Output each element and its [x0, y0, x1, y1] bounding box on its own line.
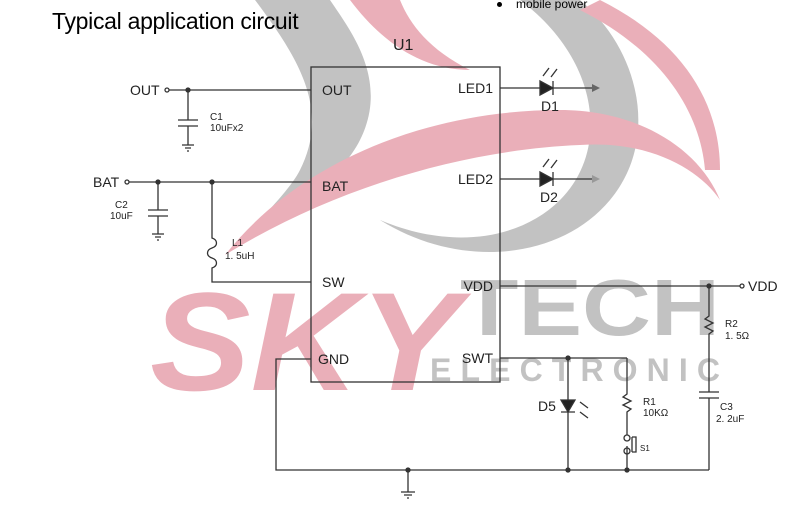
c1-ref: C1: [210, 112, 223, 123]
arrow-icon: [592, 175, 600, 183]
r2-value: 1. 5Ω: [725, 331, 750, 342]
r1-value: 10KΩ: [643, 408, 669, 419]
terminal-vdd: [739, 283, 745, 289]
wire-gnd: [275, 358, 709, 499]
pin-led2: LED2: [458, 171, 493, 187]
pin-out: OUT: [322, 82, 352, 98]
switch-s1-button: [631, 436, 637, 453]
junction: [565, 355, 571, 361]
bullet-text: mobile power: [516, 0, 588, 11]
r2-ref: R2: [725, 319, 738, 330]
terminal-out: [164, 87, 170, 93]
inductor-l1: [206, 182, 311, 283]
led-d1-icon: [539, 79, 555, 97]
c1-value: 10uFx2: [210, 123, 244, 134]
junction: [706, 283, 712, 289]
led-d5-rays: [561, 401, 589, 419]
terminal-bat-label: BAT: [93, 174, 120, 190]
junction: [185, 87, 191, 93]
wire-swt-d5-r1: [500, 357, 633, 470]
r1-ref: R1: [643, 397, 656, 408]
terminal-bat: [124, 179, 130, 185]
watermark-pink-swoosh: [350, 0, 470, 70]
pin-vdd: VDD: [463, 278, 493, 294]
d2-ref: D2: [540, 189, 558, 205]
terminal-vdd-label: VDD: [748, 278, 778, 294]
d5-ref: D5: [538, 398, 556, 414]
ic-ref: U1: [393, 37, 414, 54]
led-d1-rays: [542, 67, 558, 95]
d1-ref: D1: [541, 98, 559, 114]
led-d2-rays: [542, 158, 558, 186]
l1-value: 1. 5uH: [225, 251, 254, 262]
pin-sw: SW: [322, 274, 345, 290]
pin-swt: SWT: [462, 350, 494, 366]
pin-bat: BAT: [322, 178, 349, 194]
watermark-tech: TECH: [460, 263, 720, 352]
l1-ref: L1: [232, 238, 244, 249]
junction: [565, 467, 571, 473]
junction: [155, 179, 161, 185]
page-heading: Typical application circuit: [52, 8, 299, 34]
watermark-grey-arc: [230, 0, 371, 250]
ic-u1-body: [310, 66, 501, 383]
s1-ref: S1: [640, 444, 650, 453]
junction: [405, 467, 411, 473]
junction: [624, 467, 630, 473]
led-d5-icon: [559, 399, 577, 414]
terminal-out-label: OUT: [130, 82, 160, 98]
c2-ref: C2: [115, 200, 128, 211]
watermark-pink-swoosh: [580, 0, 720, 170]
c2-value: 10uF: [110, 211, 133, 222]
wire-vdd-r2-c3: [500, 285, 740, 470]
watermark-pink-swoosh: [225, 110, 720, 255]
arrow-icon: [592, 84, 600, 92]
bullet-dot-icon: [497, 2, 502, 8]
led-d2-icon: [539, 170, 555, 188]
c3-ref: C3: [720, 402, 733, 413]
wire-out-c1: [169, 89, 311, 152]
switch-s1-contact: [623, 447, 631, 455]
switch-s1: [623, 434, 631, 442]
pin-led1: LED1: [458, 80, 493, 96]
watermark-grey-arc: [380, 0, 639, 253]
pin-gnd: GND: [318, 351, 349, 367]
wire-bat-c2: [129, 181, 311, 241]
bullet-item: mobile power: [497, 0, 587, 11]
c3-value: 2. 2uF: [716, 414, 744, 425]
